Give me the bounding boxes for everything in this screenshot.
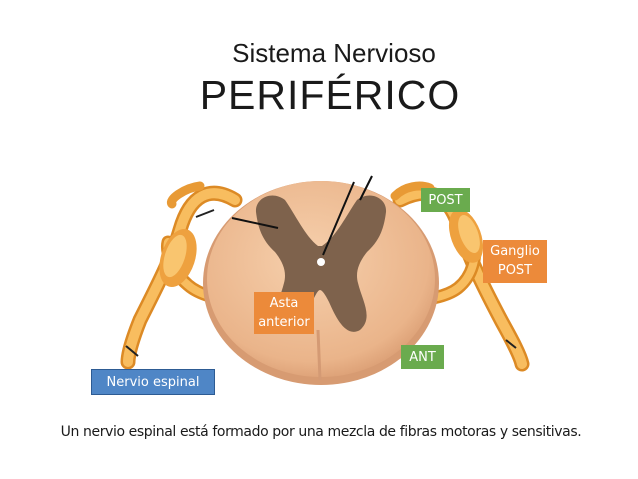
ant-label: ANT [401, 345, 444, 369]
ganglio-post-label: Ganglio POST [483, 240, 547, 283]
asta-label-line2: anterior [254, 313, 314, 332]
post-label: POST [421, 188, 470, 212]
asta-anterior-label: Asta anterior [254, 292, 314, 334]
asta-label-line1: Asta [254, 294, 314, 313]
ganglio-label-line2: POST [483, 261, 547, 280]
caption-text: Un nervio espinal está formado por una m… [0, 424, 638, 440]
ganglio-label-line1: Ganglio [483, 242, 547, 261]
nervio-espinal-label: Nervio espinal [91, 369, 215, 395]
